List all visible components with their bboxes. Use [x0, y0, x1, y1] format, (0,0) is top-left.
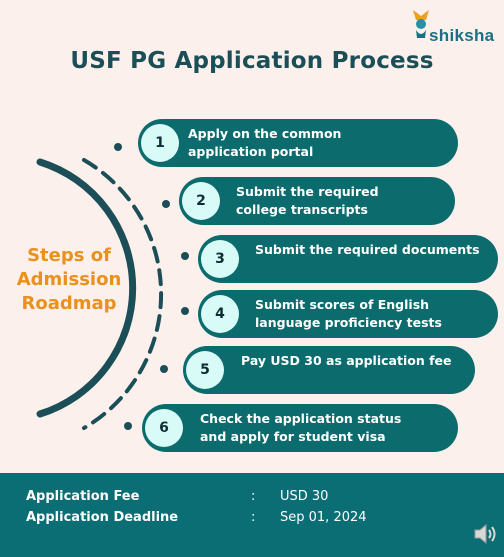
step-text-1: Apply on the common application portal	[188, 126, 342, 159]
roadmap-dashed-arc	[82, 158, 164, 430]
step-3: 3 Submit the required documents	[198, 235, 498, 283]
side-label-line-3: Roadmap	[21, 293, 117, 314]
step-number-3: 3	[201, 240, 239, 278]
deadline-colon: :	[251, 510, 256, 525]
fee-value: USD 30	[280, 489, 329, 504]
step-number-1: 1	[141, 124, 179, 162]
shiksha-logo-icon	[413, 10, 429, 38]
step-text-6: Check the application status and apply f…	[200, 411, 402, 444]
step-number-2: 2	[182, 182, 220, 220]
roadmap-solid-arc	[36, 158, 137, 418]
fee-label: Application Fee	[26, 489, 140, 504]
roadmap-dot-6	[124, 422, 132, 430]
speaker-icon[interactable]	[472, 521, 500, 547]
deadline-label: Application Deadline	[26, 510, 179, 525]
roadmap-dot-5	[160, 365, 168, 373]
info-footer: Application Fee : USD 30 Application Dea…	[0, 473, 504, 557]
brand-name: shiksha	[429, 26, 495, 45]
roadmap-dot-2	[162, 200, 170, 208]
step-number-4: 4	[201, 295, 239, 333]
step-1: 1 Apply on the common application portal	[138, 119, 458, 167]
roadmap-dot-1	[114, 143, 122, 151]
side-label-line-1: Steps of	[27, 245, 111, 266]
fee-colon: :	[251, 489, 256, 504]
step-text-4: Submit scores of English language profic…	[255, 297, 442, 330]
step-2: 2 Submit the required college transcript…	[179, 177, 455, 225]
step-6: 6 Check the application status and apply…	[142, 404, 458, 452]
step-number-5: 5	[186, 351, 224, 389]
side-label-line-2: Admission	[16, 269, 122, 290]
step-5: 5 Pay USD 30 as application fee	[183, 346, 475, 394]
step-number-6: 6	[145, 409, 183, 447]
step-4: 4 Submit scores of English language prof…	[198, 290, 498, 338]
deadline-value: Sep 01, 2024	[280, 510, 367, 525]
page-title: USF PG Application Process	[70, 48, 434, 74]
step-text-5: Pay USD 30 as application fee	[241, 353, 452, 368]
roadmap-dot-3	[181, 252, 189, 260]
step-text-2: Submit the required college transcripts	[236, 184, 379, 217]
step-text-3: Submit the required documents	[255, 242, 480, 257]
roadmap-dot-4	[181, 307, 189, 315]
side-label: Steps of Admission Roadmap	[8, 244, 130, 316]
